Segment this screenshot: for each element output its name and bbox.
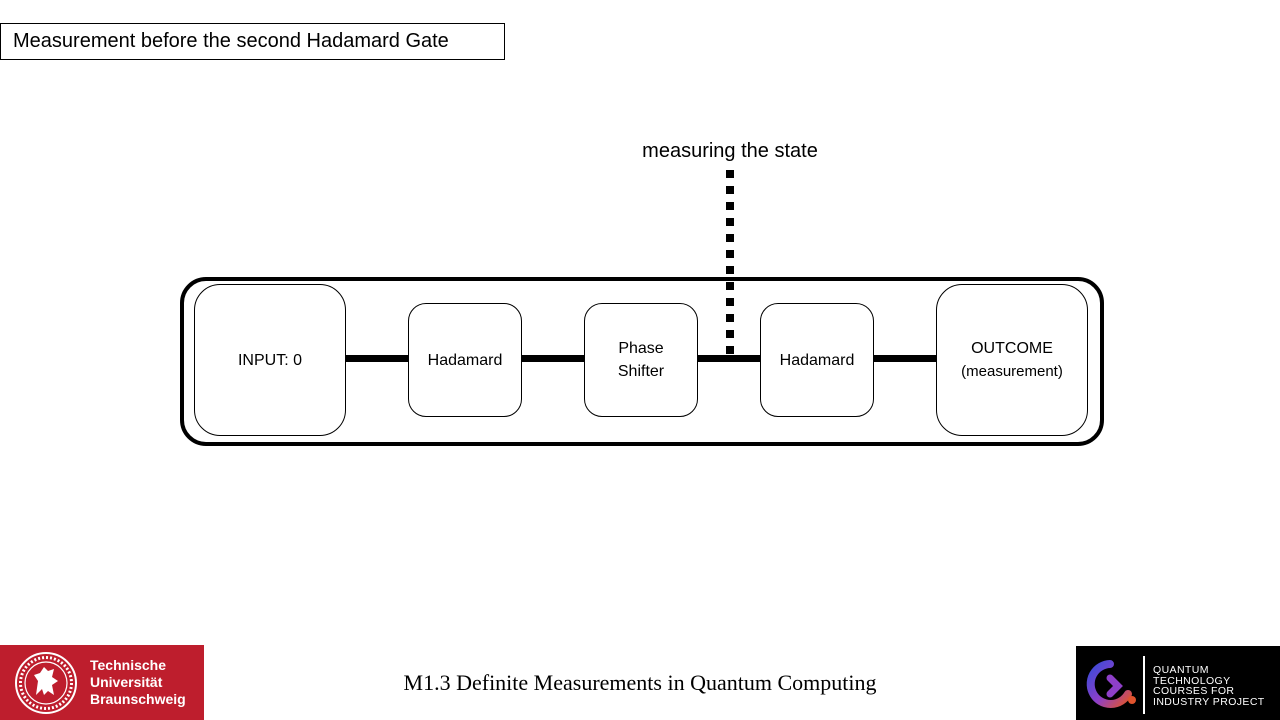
tu-logo-line1: Technische	[90, 657, 166, 673]
hadamard-gate-2: Hadamard	[760, 303, 874, 417]
hadamard-gate-2-label: Hadamard	[779, 351, 855, 369]
input-node-label: INPUT: 0	[237, 351, 302, 369]
hadamard-gate-1-label: Hadamard	[427, 351, 503, 369]
tu-logo-line2: Universität	[90, 674, 163, 690]
qtc-logo-line2: TECHNOLOGY	[1153, 674, 1231, 687]
qtc-logo-line3: COURSES FOR	[1153, 685, 1235, 697]
qtc-divider	[1143, 656, 1145, 714]
course-title: M1.3 Definite Measurements in Quantum Co…	[403, 670, 877, 695]
tu-logo-line3: Braunschweig	[90, 691, 186, 707]
qtc-q-icon	[1086, 660, 1136, 708]
wire-hadamard-outcome	[873, 355, 937, 362]
phase-shifter-label-line1: Phase	[618, 340, 664, 357]
university-seal-icon	[15, 652, 77, 714]
phase-shifter-gate: Phase Shifter	[584, 303, 698, 417]
measurement-label: measuring the state	[642, 140, 818, 162]
input-node: INPUT: 0	[194, 284, 346, 436]
wire-hadamard-phase	[521, 355, 585, 362]
qtc-logo-line1: QUANTUM	[1153, 664, 1209, 676]
phase-shifter-label-line2: Shifter	[617, 363, 665, 380]
outcome-node: OUTCOME (measurement)	[936, 284, 1088, 436]
slide-title: Measurement before the second Hadamard G…	[0, 23, 505, 60]
wire-phase-hadamard	[697, 355, 761, 362]
outcome-label-line1: OUTCOME	[971, 340, 1053, 357]
measurement-dotted-line	[726, 170, 734, 355]
hadamard-gate-1: Hadamard	[408, 303, 522, 417]
outcome-label-line2: (measurement)	[961, 363, 1063, 380]
circuit-frame	[180, 277, 1104, 446]
wire-input-hadamard	[345, 355, 409, 362]
qtc-logo: QUANTUM TECHNOLOGY COURSES FOR INDUSTRY …	[1076, 646, 1280, 720]
qtc-logo-line4: INDUSTRY PROJECT	[1153, 695, 1265, 708]
tu-braunschweig-logo: Technische Universität Braunschweig	[0, 645, 204, 720]
